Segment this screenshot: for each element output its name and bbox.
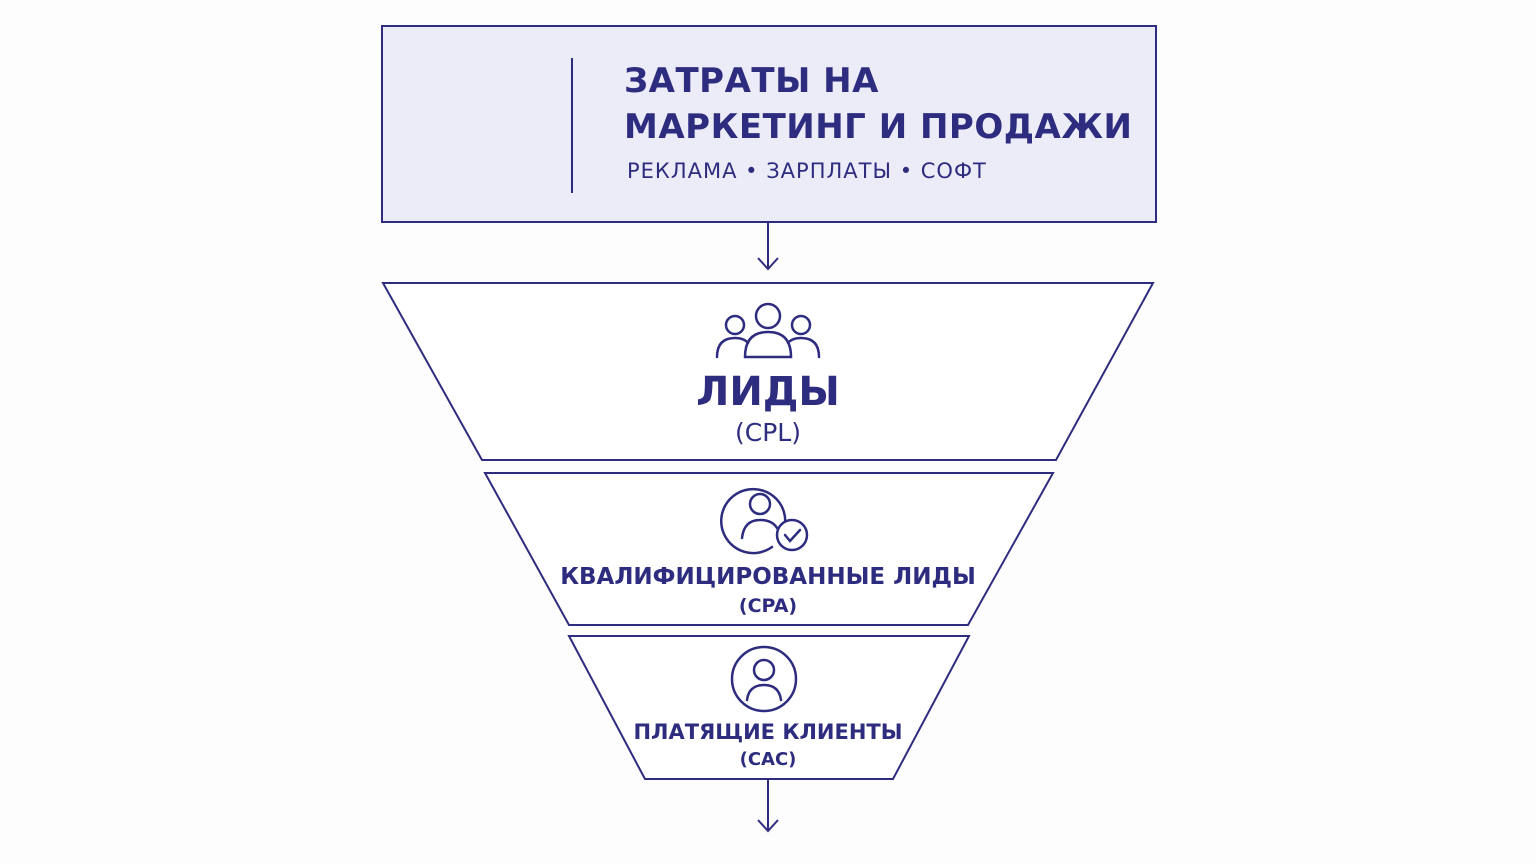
arrow-down-icon: [757, 780, 779, 833]
costs-box: [381, 25, 1157, 223]
arrow-down-icon: [757, 221, 779, 271]
funnel-segment-paying-clients: [567, 635, 971, 780]
funnel-label-paying-clients: ПЛАТЯЩИЕ КЛИЕНТЫ: [633, 720, 903, 744]
user-circle-icon: [730, 645, 798, 713]
costs-title-line1: ЗАТРАТЫ НА: [624, 61, 879, 101]
funnel-label-leads: ЛИДЫ: [696, 369, 840, 415]
funnel-metric-paying-clients: (CAC): [739, 749, 797, 770]
funnel-label-qualified-leads: КВАЛИФИЦИРОВАННЫЕ ЛИДЫ: [560, 564, 976, 590]
group-of-people-icon: [715, 302, 821, 359]
costs-title-line2: МАРКЕТИНГ И ПРОДАЖИ: [624, 107, 1133, 147]
verified-user-icon: [720, 487, 809, 555]
divider: [571, 58, 573, 193]
costs-title: ЗАТРАТЫ НА МАРКЕТИНГ И ПРОДАЖИ: [624, 58, 1132, 150]
funnel-metric-qualified-leads: (CPA): [738, 595, 798, 617]
funnel-segment-leads: [381, 282, 1155, 461]
costs-subtitle: РЕКЛАМА • ЗАРПЛАТЫ • СОФТ: [627, 159, 987, 183]
funnel-metric-leads: (CPL): [735, 418, 801, 447]
